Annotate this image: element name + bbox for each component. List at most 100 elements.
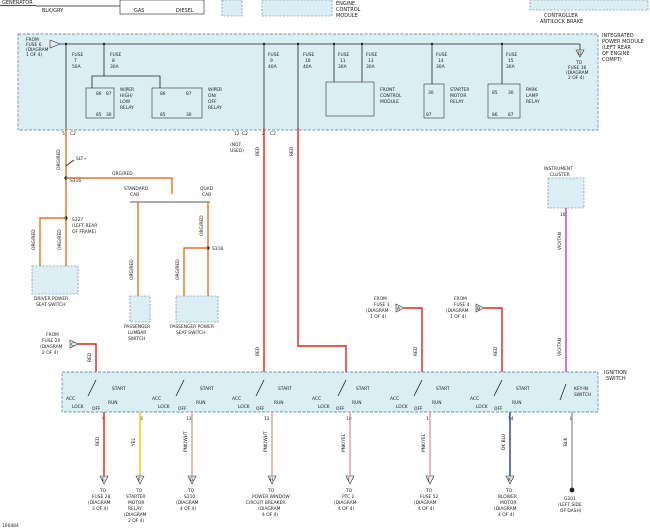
svg-text:30A: 30A xyxy=(366,64,375,70)
svg-text:RELAY: RELAY xyxy=(450,99,464,105)
lumbar-1: PASSENGER xyxy=(124,324,150,330)
fuel-select-box xyxy=(119,0,205,15)
ignition-deck-2: START ACC LOCK OFF RUN xyxy=(152,379,214,412)
svg-text:40A: 40A xyxy=(268,64,277,70)
org-red-label-2: ORG/RED xyxy=(112,171,133,177)
svg-text:85: 85 xyxy=(492,90,498,96)
svg-text:MOTOR: MOTOR xyxy=(500,500,516,506)
driver-seat-1: DRIVER POWER xyxy=(34,296,68,302)
not-used-1: (NOT xyxy=(230,142,241,148)
svg-text:TO: TO xyxy=(267,488,275,494)
svg-text:86: 86 xyxy=(96,91,102,97)
svg-text:FUSE: FUSE xyxy=(303,52,315,58)
svg-text:TO: TO xyxy=(345,488,353,494)
svg-text:WIPER: WIPER xyxy=(208,87,222,93)
park-lamp-relay: 85 30 86 87 PARK LAMP RELAY xyxy=(487,83,540,119)
to-fuse16-letter: D xyxy=(578,51,582,57)
pnk-wht-label-2: PNK/WHT xyxy=(263,431,269,452)
slt-label: SLT+ xyxy=(76,156,87,162)
svg-text:14: 14 xyxy=(438,58,444,64)
svg-text:WIPER: WIPER xyxy=(120,87,134,93)
lumbar-2: LUMBAR xyxy=(128,330,146,336)
svg-text:FUSE: FUSE xyxy=(268,52,280,58)
fuse-10: FUSE 10 40A xyxy=(296,42,315,128)
svg-text:ON/: ON/ xyxy=(208,93,217,99)
svg-text:85: 85 xyxy=(96,112,102,118)
org-red-label-5: ORG/RED xyxy=(175,259,181,280)
fuse20-2: FUSE 20 xyxy=(42,338,60,344)
ecm-box xyxy=(261,0,333,17)
fuse4-3: (DIAGRAM xyxy=(446,308,469,314)
svg-text:KEY-IN: KEY-IN xyxy=(574,386,588,392)
fuse6-arrow-icon xyxy=(49,39,61,49)
svg-text:LOCK: LOCK xyxy=(158,404,170,410)
red-label-1: RED xyxy=(255,146,261,156)
svg-text:(LEFT SIDE: (LEFT SIDE xyxy=(558,502,582,508)
dest-fuse28: E TO FUSE 28 (DIAGRAM 3 OF 4) xyxy=(88,475,111,512)
svg-text:3 OF 4): 3 OF 4) xyxy=(92,506,108,512)
svg-text:10: 10 xyxy=(305,58,311,64)
svg-text:START: START xyxy=(278,386,292,392)
fuse20-letter: C xyxy=(71,342,74,348)
yel-label: YEL xyxy=(131,438,137,447)
svg-text:(DIAGRAM: (DIAGRAM xyxy=(414,500,437,506)
svg-text:30: 30 xyxy=(428,90,434,96)
svg-text:85: 85 xyxy=(160,112,166,118)
svg-text:30A: 30A xyxy=(338,64,347,70)
fuse-15: FUSE 15 30A xyxy=(500,42,518,84)
vio-tan-label-1: VIO/TAN xyxy=(557,232,563,250)
svg-text:87: 87 xyxy=(106,91,112,97)
svg-text:LOCK: LOCK xyxy=(318,404,330,410)
standard-cab-1: STANDARD xyxy=(124,186,149,192)
pin-12-label: 12 xyxy=(234,131,240,137)
svg-text:OFF: OFF xyxy=(414,406,423,412)
s327-label-2: OF FRAME) xyxy=(72,229,96,235)
svg-text:PTC 2: PTC 2 xyxy=(342,494,355,500)
red-label-3: RED xyxy=(289,146,295,156)
org-red-wire-passenger xyxy=(183,247,208,296)
svg-text:30A: 30A xyxy=(436,64,445,70)
org-red-label-7: ORG/RED xyxy=(57,229,63,250)
from-fuse6-4: 1 OF 4) xyxy=(26,52,42,58)
org-red-wire-branch xyxy=(66,177,173,194)
svg-text:F: F xyxy=(138,477,141,483)
svg-text:ACC: ACC xyxy=(152,396,161,402)
quad-cab-2: CAB xyxy=(202,192,211,198)
svg-text:87: 87 xyxy=(426,112,432,118)
svg-text:STARTER: STARTER xyxy=(126,494,145,500)
svg-text:FUSE: FUSE xyxy=(110,52,122,58)
svg-text:FUSE: FUSE xyxy=(436,52,448,58)
svg-text:MODULE: MODULE xyxy=(380,99,399,105)
red-wire-fuse4 xyxy=(484,307,503,372)
svg-text:4 OF 4): 4 OF 4) xyxy=(262,512,278,518)
generator-label: GENERATOR xyxy=(2,0,33,6)
ignition-deck-6: START ACC LOCK OFF RUN xyxy=(470,379,530,412)
fuse3-3: (DIAGRAM xyxy=(366,308,389,314)
svg-text:HIGH/: HIGH/ xyxy=(120,93,133,99)
fuse4-2: FUSE 4 xyxy=(454,302,470,308)
svg-text:87: 87 xyxy=(508,112,514,118)
svg-text:RUN: RUN xyxy=(512,400,522,406)
svg-text:50A: 50A xyxy=(72,64,81,70)
svg-text:LOW: LOW xyxy=(120,99,131,105)
org-red-wire-driver xyxy=(39,217,66,266)
svg-text:OFF: OFF xyxy=(256,406,265,412)
to-fuse16-4: 2 OF 4) xyxy=(568,75,584,81)
svg-text:RUN: RUN xyxy=(196,400,206,406)
svg-text:(DIAGRAM: (DIAGRAM xyxy=(334,500,357,506)
svg-text:8: 8 xyxy=(112,58,115,64)
svg-text:RELAY: RELAY xyxy=(208,105,222,111)
svg-text:PARK: PARK xyxy=(526,87,537,93)
ignition-deck-1: START ACC LOCK OFF RUN xyxy=(66,379,126,412)
svg-text:RUN: RUN xyxy=(352,400,362,406)
small-module-box xyxy=(221,0,243,17)
from-fuse6-3: (DIAGRAM xyxy=(26,47,49,53)
svg-text:RELAY: RELAY xyxy=(120,105,134,111)
svg-text:FRONT: FRONT xyxy=(380,87,395,93)
svg-text:86: 86 xyxy=(160,91,166,97)
ign-pin-3: 3 xyxy=(140,416,143,422)
svg-text:BLOWER: BLOWER xyxy=(498,494,517,500)
s316-label: S316 xyxy=(70,178,81,184)
svg-text:4 OF 4): 4 OF 4) xyxy=(418,506,434,512)
